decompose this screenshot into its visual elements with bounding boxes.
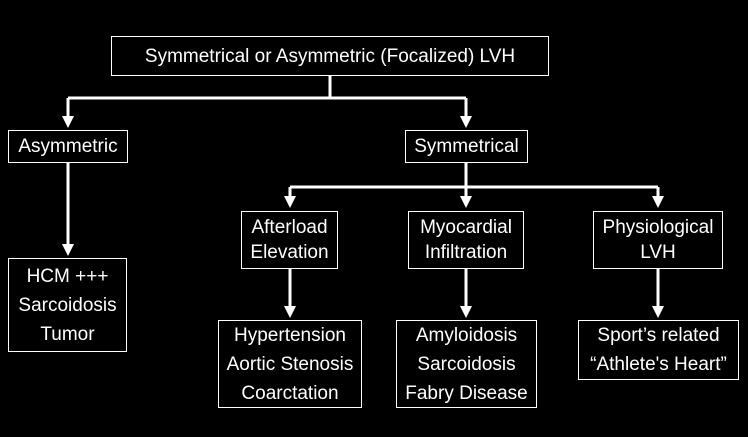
afterload-box: Afterload Elevation [241,211,338,269]
root-box: Symmetrical or Asymmetric (Focalized) LV… [111,36,549,76]
symmetrical-label: Symmetrical [414,136,519,157]
asymmetric-cause: HCM +++ [26,265,109,287]
physiological-label-line: Physiological [602,217,714,238]
asymmetric-causes-box: HCM +++ Sarcoidosis Tumor [8,258,127,352]
afterload-cause: Coarctation [241,382,339,404]
physiological-causes-box: Sport’s related “Athlete's Heart” [578,320,739,380]
physiological-label-line: LVH [640,242,676,263]
afterload-label-line: Afterload [251,217,328,238]
asymmetric-box: Asymmetric [8,130,128,163]
asymmetric-cause: Tumor [40,323,95,345]
physiological-cause: Sport’s related [597,325,720,346]
afterload-label-line: Elevation [250,242,329,263]
myocardial-causes-box: Amyloidosis Sarcoidosis Fabry Disease [396,320,537,408]
myocardial-cause: Sarcoidosis [417,353,516,375]
physiological-cause: “Athlete's Heart” [590,354,727,375]
root-label: Symmetrical or Asymmetric (Focalized) LV… [144,45,516,67]
myocardial-box: Myocardial Infiltration [408,211,524,269]
asymmetric-cause: Sarcoidosis [18,294,117,316]
afterload-cause: Aortic Stenosis [226,353,354,375]
afterload-cause: Hypertension [234,324,346,346]
asymmetric-label: Asymmetric [18,136,118,157]
myocardial-cause: Fabry Disease [405,382,528,404]
myocardial-label-line: Myocardial [420,217,512,238]
symmetrical-box: Symmetrical [405,130,528,163]
myocardial-cause: Amyloidosis [415,324,518,346]
physiological-box: Physiological LVH [593,211,723,269]
afterload-causes-box: Hypertension Aortic Stenosis Coarctation [218,320,362,408]
myocardial-label-line: Infiltration [424,242,508,263]
